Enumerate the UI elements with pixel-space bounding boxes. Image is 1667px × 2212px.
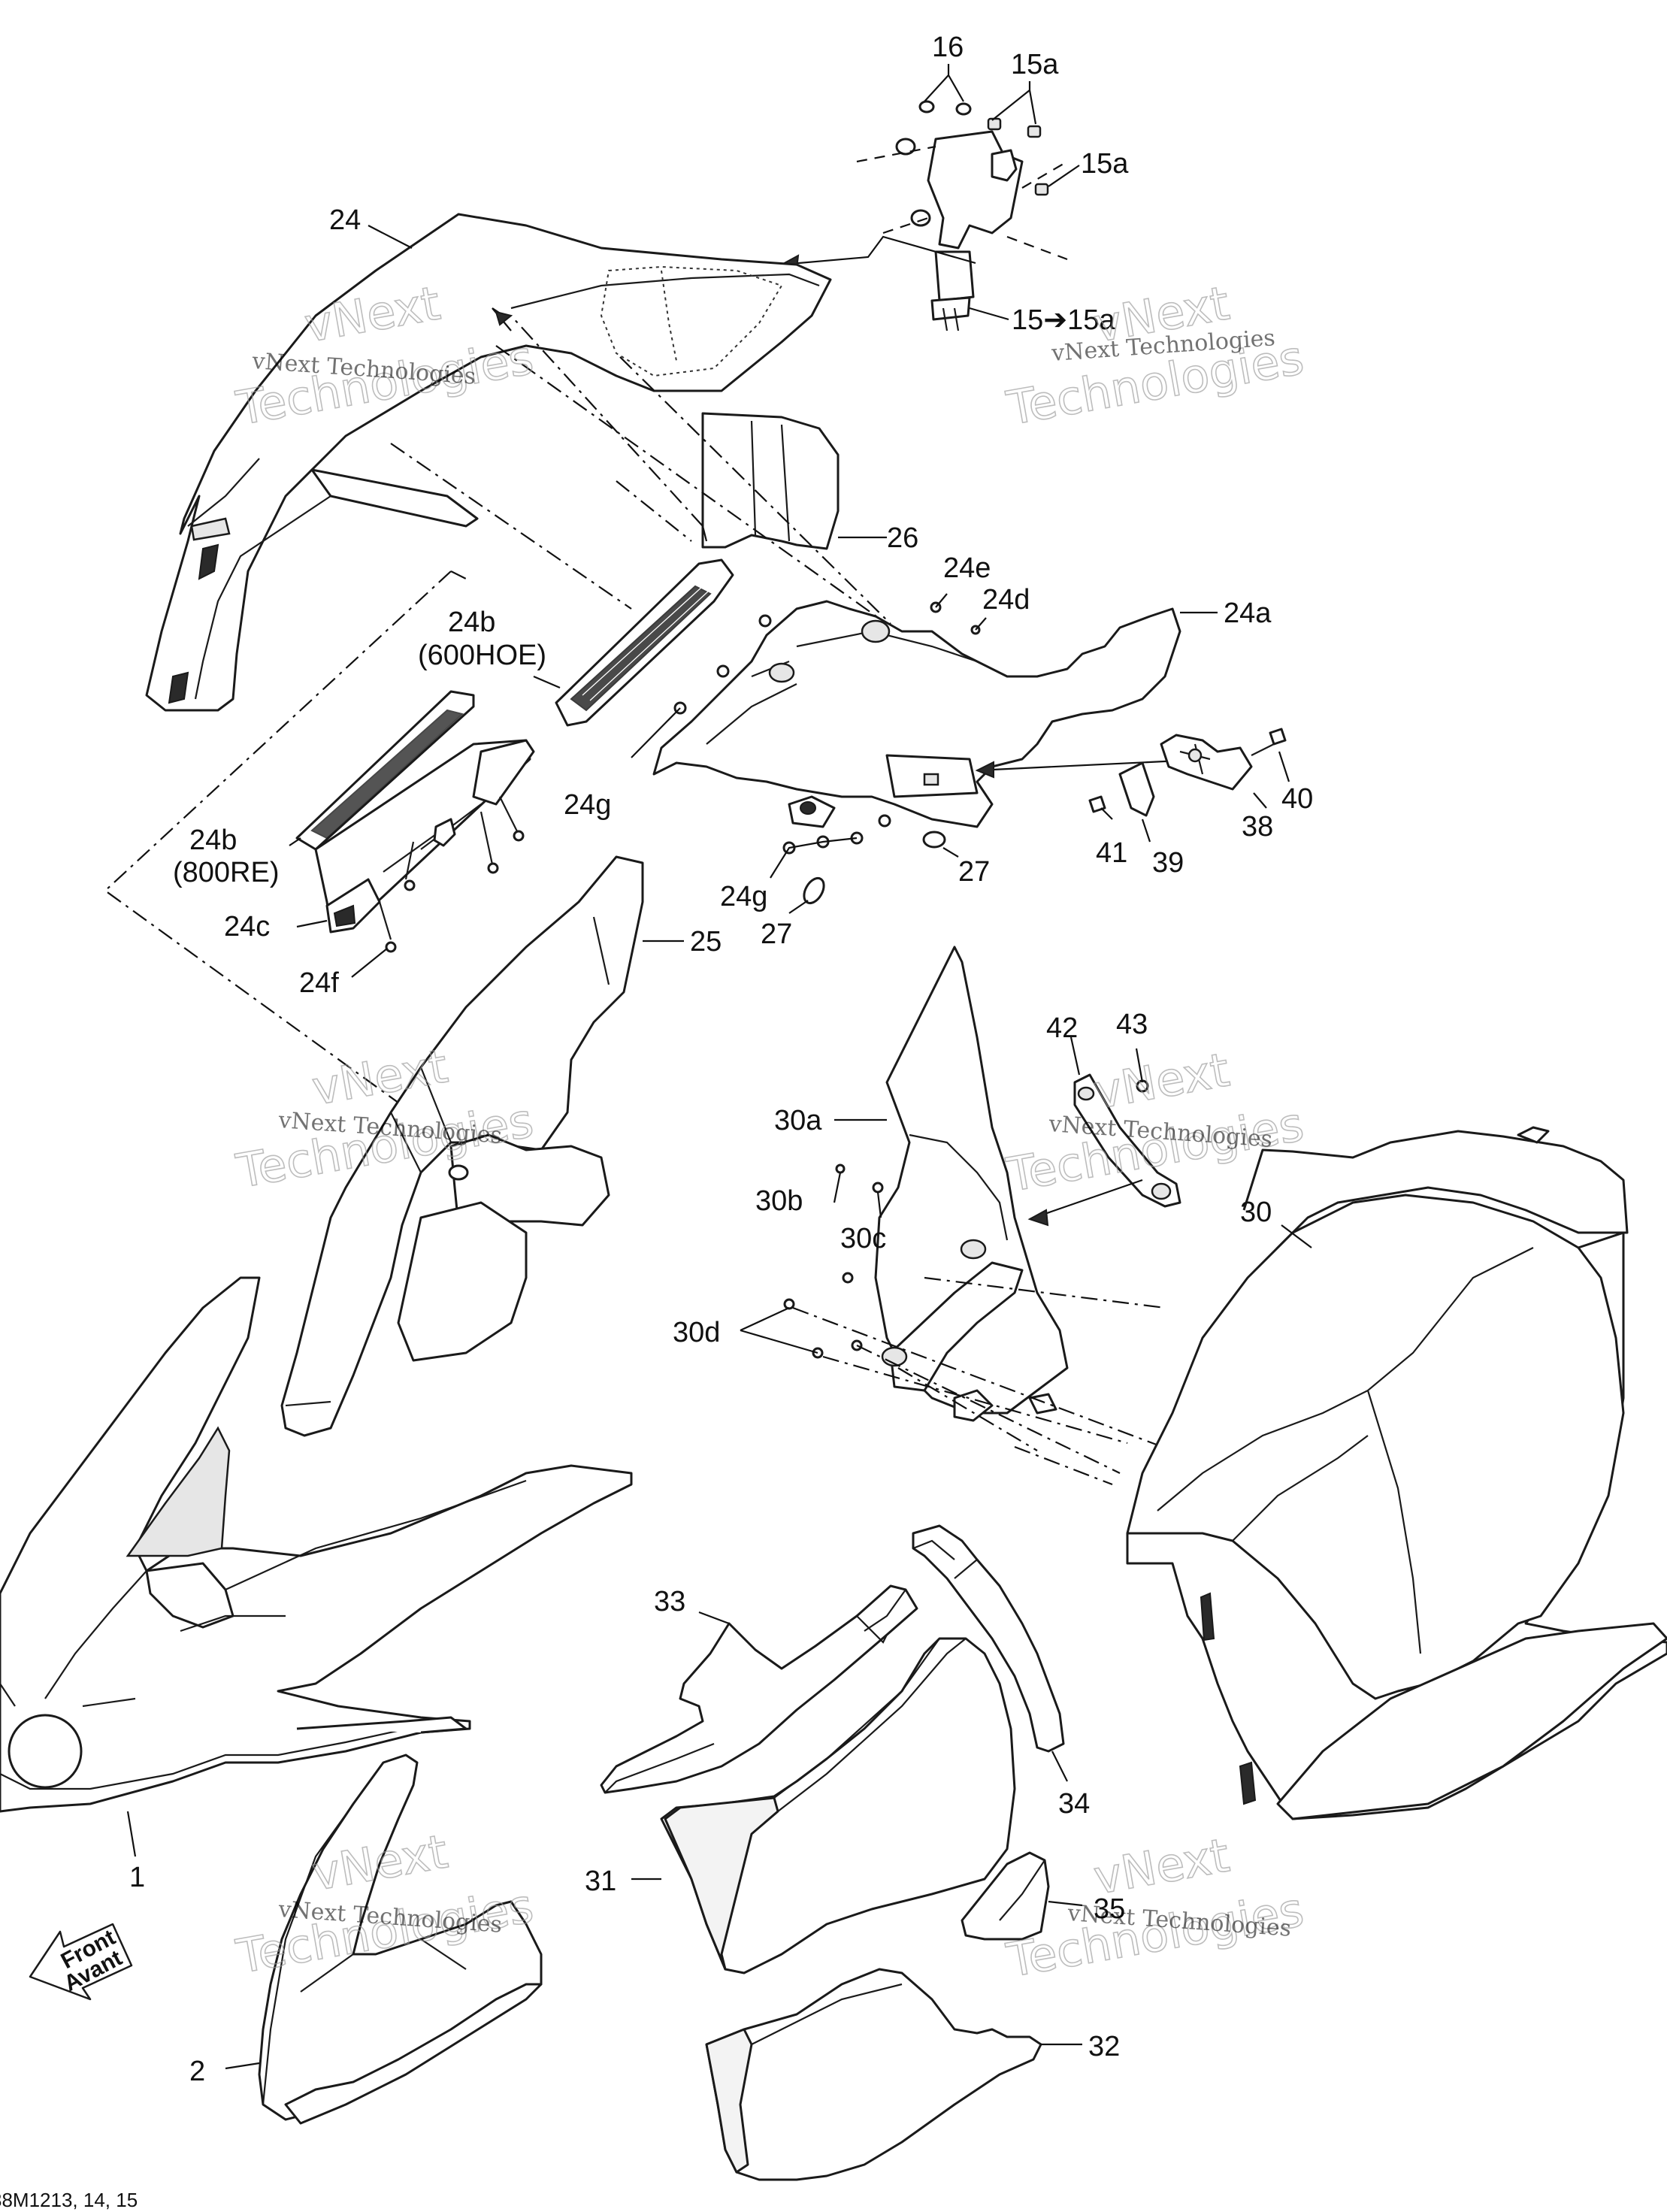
callout-24b-800re-note: (800RE) bbox=[173, 857, 280, 888]
callout-30c: 30c bbox=[840, 1223, 886, 1254]
part-24b-600hoe-vent bbox=[533, 558, 772, 758]
part-42-43-bracket bbox=[1027, 1036, 1181, 1227]
callout-24e: 24e bbox=[943, 552, 991, 584]
fasteners-24g-27 bbox=[770, 814, 959, 914]
front-direction-arrow: Front Avant bbox=[29, 1923, 133, 2001]
part-24b-800re-vent bbox=[289, 690, 535, 978]
part-24-side-panel bbox=[145, 213, 832, 712]
callout-24c: 24c bbox=[224, 911, 270, 943]
callout-35: 35 bbox=[1094, 1893, 1125, 1925]
callout-24a: 24a bbox=[1224, 598, 1272, 629]
callout-32: 32 bbox=[1088, 2031, 1120, 2062]
callout-24b-800re: 24b bbox=[189, 825, 237, 856]
callout-24d: 24d bbox=[982, 584, 1030, 616]
callout-33: 33 bbox=[654, 1586, 685, 1617]
part-33-panel bbox=[600, 1584, 918, 1794]
callout-15a-top: 15a bbox=[1011, 49, 1059, 80]
part-30a-support bbox=[740, 946, 1173, 1486]
callout-43: 43 bbox=[1116, 1009, 1148, 1040]
svg-text:vNext: vNext bbox=[1090, 1827, 1233, 1905]
callout-1: 1 bbox=[129, 1862, 145, 1893]
callout-30d: 30d bbox=[673, 1317, 720, 1348]
callout-24: 24 bbox=[329, 204, 361, 236]
part-30-side-panel bbox=[1126, 1126, 1667, 1820]
callout-38: 38 bbox=[1242, 811, 1273, 843]
callout-30a: 30a bbox=[774, 1105, 822, 1136]
svg-text:vNext: vNext bbox=[1090, 1042, 1233, 1119]
callout-24f: 24f bbox=[299, 967, 339, 999]
part-24a-bracket bbox=[652, 593, 1218, 828]
callout-2: 2 bbox=[189, 2056, 205, 2087]
part-26-panel bbox=[701, 412, 887, 550]
svg-text:vNext: vNext bbox=[308, 1823, 452, 1901]
callout-30: 30 bbox=[1240, 1197, 1272, 1228]
callout-24g-upper: 24g bbox=[564, 789, 611, 821]
callout-labels: 16 15a 15a 15➔15a 24 26 24e 24d 24a 24b … bbox=[129, 32, 1313, 2087]
callout-39: 39 bbox=[1152, 847, 1184, 879]
part-1-front-hood bbox=[0, 1276, 633, 1857]
callout-26: 26 bbox=[887, 522, 918, 554]
part-25-panel bbox=[280, 855, 684, 1437]
diagram-reference-code: 38M1213, 14, 15 bbox=[0, 2189, 138, 2211]
callout-42: 42 bbox=[1046, 1012, 1078, 1044]
callout-27-right: 27 bbox=[958, 856, 990, 888]
callout-27-lower: 27 bbox=[761, 918, 792, 950]
watermark-2: vNext Technologies vNext Technologies bbox=[1002, 275, 1308, 437]
callout-24g-lower: 24g bbox=[720, 881, 767, 912]
watermark-6: vNext Technologies vNext Technologies bbox=[1002, 1827, 1308, 1989]
part-32-lower-panel bbox=[705, 1968, 1082, 2181]
callout-41: 41 bbox=[1096, 837, 1127, 869]
part-31-panel bbox=[631, 1637, 1016, 1974]
callout-30b: 30b bbox=[755, 1185, 803, 1217]
part-2-lower-panel bbox=[225, 1754, 543, 2125]
callout-16: 16 bbox=[932, 32, 964, 63]
callout-34: 34 bbox=[1058, 1788, 1090, 1820]
callout-31: 31 bbox=[585, 1866, 616, 1897]
part-15-headlight-bracket bbox=[779, 100, 1068, 331]
callout-15a-right: 15a bbox=[1081, 148, 1129, 180]
callout-15-range: 15➔15a bbox=[1012, 304, 1115, 336]
parts-38-41-hardware bbox=[1088, 728, 1290, 843]
callout-24b-600hoe-note: (600HOE) bbox=[418, 640, 546, 671]
callout-40: 40 bbox=[1281, 783, 1313, 815]
part-34-strip bbox=[912, 1524, 1068, 1782]
callout-24b-600hoe: 24b bbox=[448, 607, 495, 638]
callout-25: 25 bbox=[690, 926, 722, 958]
part-35-small-panel bbox=[961, 1851, 1083, 1941]
assembly-lines-top bbox=[104, 307, 891, 1196]
